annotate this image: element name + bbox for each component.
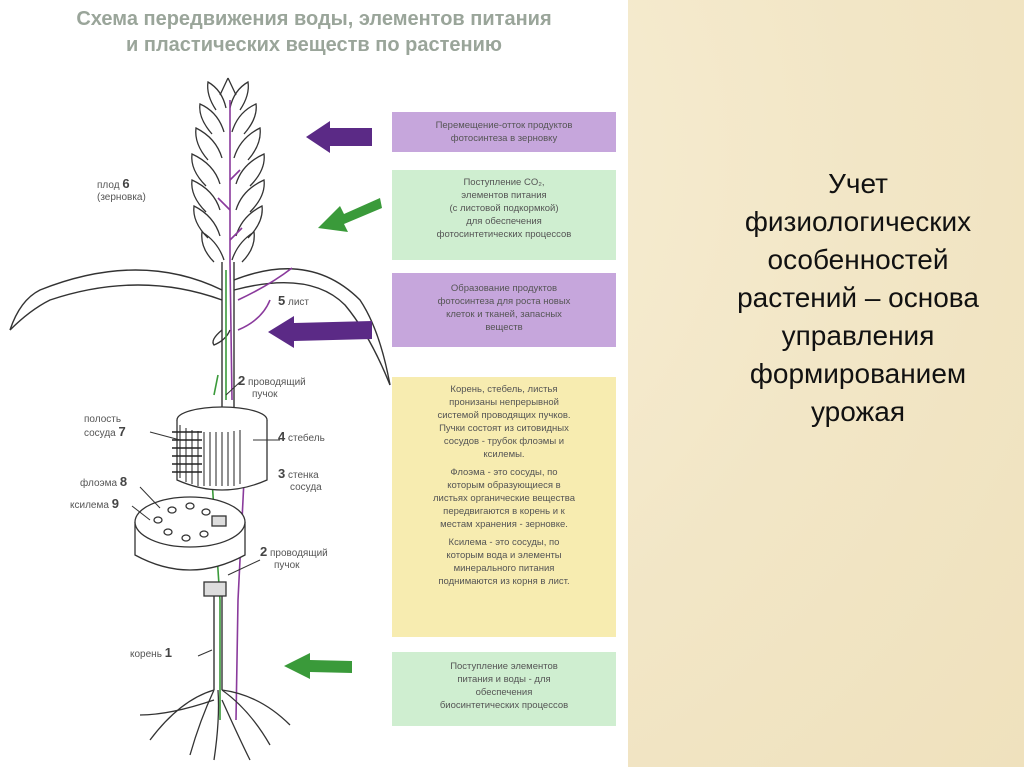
label-bundle-top: 2 проводящий пучок	[238, 373, 306, 400]
caption-line: управления	[781, 320, 935, 351]
arrow-outflow-icon	[306, 121, 372, 153]
stem	[213, 262, 235, 690]
diagram-title: Схема передвижения воды, элементов питан…	[0, 6, 628, 58]
diagram-title-line-1: Схема передвижения воды, элементов питан…	[76, 8, 552, 30]
slide-caption: Учет физиологических особенностей растен…	[700, 165, 1016, 431]
arrow-products-icon	[268, 316, 372, 348]
label-bundle-bottom: 2 проводящий пучок	[260, 544, 328, 571]
diagram-title-line-2: и пластических веществ по растению	[126, 34, 502, 56]
leader-lines	[131, 381, 280, 657]
plant-diagram	[9, 77, 391, 761]
vascular-bundle-disc	[134, 496, 246, 597]
caption-line: особенностей	[767, 244, 949, 275]
label-root: корень 1	[130, 645, 172, 660]
diagram-panel: Схема передвижения воды, элементов питан…	[0, 0, 628, 767]
arrow-co2-icon	[318, 198, 382, 232]
stem-cross-section	[172, 406, 268, 491]
label-vessel-cavity: полость сосуда 7	[84, 414, 126, 439]
caption-line: Учет	[828, 168, 888, 199]
label-stem: 4 стебель	[278, 429, 325, 444]
caption-line: растений – основа	[737, 282, 979, 313]
box-co2: Поступление CO₂,элементов питания (с лис…	[392, 170, 616, 260]
caption-line: урожая	[811, 396, 905, 427]
label-leaf: 5 лист	[278, 293, 310, 308]
arrow-water-icon	[284, 653, 352, 679]
caption-line: формированием	[749, 358, 967, 389]
label-fruit: плод 6 (зерновка)	[97, 176, 146, 203]
label-phloem: флоэма 8	[80, 474, 128, 489]
caption-line: физиологических	[744, 206, 972, 237]
roots	[139, 689, 291, 761]
big-arrows	[268, 121, 382, 679]
leaves	[9, 268, 391, 386]
label-xylem: ксилема 9	[70, 496, 119, 511]
wheat-ear	[191, 77, 265, 263]
label-vessel-wall: 3 стенка сосуда	[278, 466, 322, 493]
